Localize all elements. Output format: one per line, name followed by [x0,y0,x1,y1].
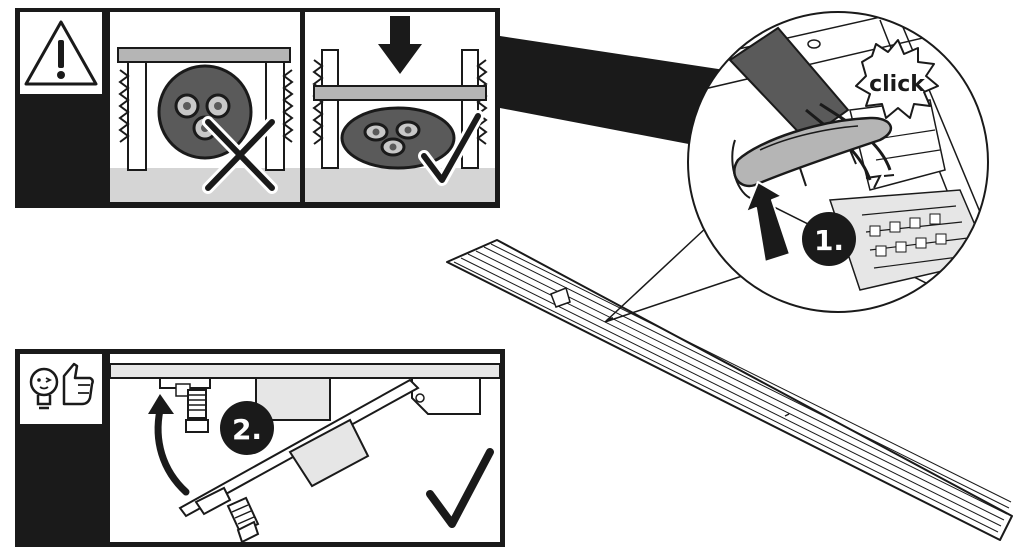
warning-panel [15,8,500,208]
warning-triangle-icon [24,20,98,86]
cross-mark-icon [202,116,278,194]
curved-arrow-icon [148,394,190,496]
step-2-label: 2. [232,413,262,446]
light-rail [446,225,1013,541]
click-starburst: click [855,39,939,119]
step-1-badge: 1. [802,212,856,266]
callout-beam [500,36,738,150]
step-1-label: 1. [814,224,844,257]
up-arrow-icon [745,181,791,263]
wrong-clamping-illustration [110,12,300,202]
click-label: click [869,72,926,97]
step-2-badge: 2. [220,401,274,455]
check-mark-icon [426,448,494,528]
down-arrow-icon [378,16,422,74]
correct-clamping-illustration [305,12,495,202]
lightbulb-thumbs-up-icon [29,362,94,410]
zoom-detail-circle [687,11,989,313]
mounting-screw-upper [185,389,209,433]
check-mark-icon [418,110,484,186]
tip-panel: 2. [15,349,505,547]
mounting-screw-lower [226,496,260,544]
